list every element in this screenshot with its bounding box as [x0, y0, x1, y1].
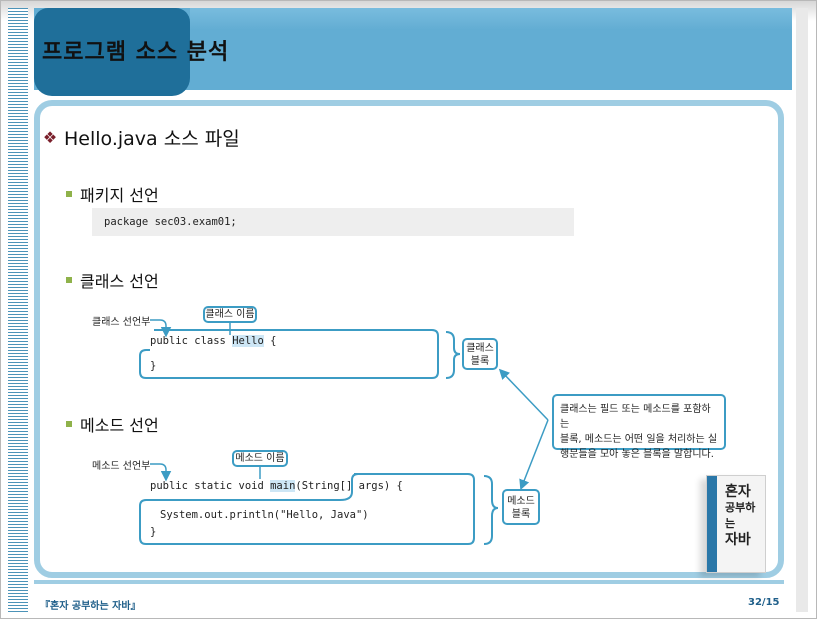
class-block-outline	[140, 330, 438, 378]
book-title-line: 혼자	[725, 484, 765, 500]
class-decl-arrow	[150, 320, 166, 333]
class-curly-brace	[446, 332, 460, 378]
footer-divider	[34, 580, 784, 584]
book-title: 혼자 공부하는 자바	[725, 484, 765, 548]
book-title-line: 자바	[725, 532, 765, 548]
footer-book-title: 『혼자 공부하는 자바』	[40, 597, 141, 612]
method-block-outline	[140, 474, 474, 544]
note-arrow-to-method	[522, 420, 548, 486]
book-title-line: 공부하는	[725, 500, 765, 532]
page-number: 32/15	[748, 597, 779, 608]
method-decl-arrow	[150, 464, 166, 477]
note-arrow-to-class	[502, 372, 548, 420]
method-curly-brace	[484, 476, 498, 544]
book-cover-image: 혼자 공부하는 자바	[706, 475, 766, 573]
